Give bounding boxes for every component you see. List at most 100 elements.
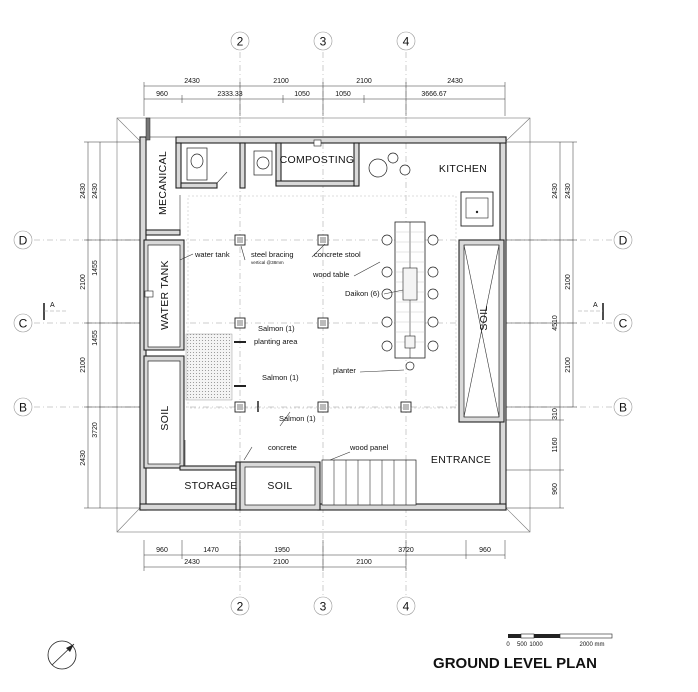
water-tank-room: WATER TANK (143, 239, 185, 351)
dim-top-outer-1: 2430 (184, 78, 200, 85)
grid-col-3-bottom: 3 (320, 600, 327, 614)
grid-col-2-top: 2 (237, 35, 244, 49)
dim-bottom-outer-1: 2430 (184, 559, 200, 566)
dim-right-inner-2: 4510 (552, 315, 559, 331)
label-bracing-note: vertical @38mm (251, 260, 284, 265)
dim-bottom-inner-5: 960 (479, 547, 491, 554)
dim-top-inner-1: 960 (156, 91, 168, 98)
entrance-label: ENTRANCE (431, 454, 491, 466)
salmon-bars (234, 341, 259, 412)
scale-bar: 0 500 1000 2000 mm (506, 633, 613, 648)
dim-left-inner-3: 1455 (92, 330, 99, 346)
dim-top-inner-2: 2333.33 (217, 91, 242, 98)
section-marker-right-label: A (593, 302, 598, 309)
dim-right-outer-2: 2100 (565, 274, 572, 290)
grid-col-4-bottom: 4 (403, 600, 410, 614)
dim-top-outer-3: 2100 (356, 78, 372, 85)
dim-left-inner-2: 1455 (92, 260, 99, 276)
dimensions-left: 2430 2100 2100 2430 2430 1455 1455 3720 (80, 141, 140, 509)
grid-row-c-left: C (19, 317, 28, 331)
scale-label-500: 500 (517, 642, 528, 648)
scale-label-1000: 1000 (529, 642, 543, 648)
grid-row-d-right: D (619, 234, 628, 248)
soil-right: SOIL (458, 239, 505, 423)
composting-label: COMPOSTING (280, 154, 355, 166)
label-salmon-3: Salmon (1) (279, 414, 316, 423)
dim-left-outer-3: 2100 (80, 357, 87, 373)
grid-row-b-right: B (619, 401, 627, 415)
scale-label-0: 0 (506, 642, 510, 648)
dim-left-inner-1: 2430 (92, 183, 99, 199)
label-planting-area: planting area (254, 337, 298, 346)
grid-col-4-top: 4 (403, 35, 410, 49)
scale-label-2000: 2000 mm (579, 642, 604, 648)
bathroom (186, 142, 273, 189)
dim-top-inner-5: 3666.67 (421, 91, 446, 98)
composting-room: COMPOSTING (275, 139, 360, 187)
grid-row-d-left: D (19, 234, 28, 248)
soil-left: SOIL (143, 355, 185, 469)
dim-bottom-outer-2: 2100 (273, 559, 289, 566)
dimensions-top: 2430 2100 2100 2430 960 2333.33 1050 105… (143, 78, 506, 116)
label-planter: planter (333, 366, 356, 375)
water-tank-label: WATER TANK (159, 260, 171, 330)
soil-bottom-label: SOIL (267, 480, 292, 492)
soil-right-label: SOIL (478, 305, 490, 330)
dim-left-outer-1: 2430 (80, 183, 87, 199)
dim-right-outer-1: 2430 (565, 183, 572, 199)
storage-label: STORAGE (184, 480, 237, 492)
dim-top-outer-2: 2100 (273, 78, 289, 85)
dimensions-bottom: 960 1470 1950 3720 960 2430 2100 2100 (143, 540, 506, 571)
label-concrete: concrete (268, 443, 297, 452)
grid-row-c-right: C (619, 317, 628, 331)
section-marker-left: A (43, 302, 68, 320)
label-steel-bracing: steel bracing (251, 250, 294, 259)
label-concrete-stool: concrete stool (314, 250, 361, 259)
dim-top-outer-4: 2430 (447, 78, 463, 85)
section-marker-right: A (578, 302, 604, 320)
dim-bottom-outer-3: 2100 (356, 559, 372, 566)
dimensions-right: 2430 4510 310 1160 960 2430 2100 2100 (506, 141, 577, 509)
dim-bottom-inner-2: 1470 (203, 547, 219, 554)
ceiling-outline (187, 195, 457, 409)
annotations: water tank steel bracing vertical @38mm … (194, 250, 389, 452)
dim-left-inner-4: 3720 (92, 422, 99, 438)
north-arrow-icon (47, 640, 77, 670)
dim-bottom-inner-1: 960 (156, 547, 168, 554)
dim-right-inner-1: 2430 (552, 183, 559, 199)
grid-col-2-bottom: 2 (237, 600, 244, 614)
kitchen: KITCHEN (368, 152, 494, 227)
kitchen-label: KITCHEN (439, 163, 487, 175)
mecanical-label: MECANICAL (157, 151, 169, 215)
label-water-tank: water tank (194, 250, 230, 259)
grid-row-b-left: B (19, 401, 27, 415)
dim-right-inner-3: 310 (552, 408, 559, 420)
soil-bottom: SOIL (239, 461, 321, 511)
label-salmon-1: Salmon (1) (258, 324, 295, 333)
dim-right-inner-4: 1160 (552, 437, 559, 452)
roof-outline (116, 117, 531, 533)
label-wood-panel: wood panel (349, 443, 389, 452)
label-salmon-2: Salmon (1) (262, 373, 299, 382)
grid-bubbles: 2 3 4 2 3 4 D C B D C B (13, 31, 633, 616)
section-marker-left-label: A (50, 302, 55, 309)
label-wood-table: wood table (312, 270, 349, 279)
dim-left-outer-4: 2430 (80, 450, 87, 466)
dim-right-outer-3: 2100 (565, 357, 572, 373)
dim-right-inner-5: 960 (552, 483, 559, 495)
planting-area (185, 333, 233, 401)
dim-top-inner-4: 1050 (335, 91, 351, 98)
wood-table (394, 221, 426, 359)
dim-left-outer-2: 2100 (80, 274, 87, 290)
storage-room: STORAGE (179, 440, 242, 511)
dim-top-inner-3: 1050 (294, 91, 310, 98)
concrete-stools (381, 234, 439, 371)
entrance-stairs: ENTRANCE (321, 454, 491, 506)
annotation-leaders (179, 243, 405, 461)
grid-col-3-top: 3 (320, 35, 327, 49)
label-daikon: Daikon (6) (345, 289, 380, 298)
soil-left-label: SOIL (159, 405, 171, 430)
dim-bottom-inner-3: 1950 (274, 547, 290, 554)
mecanical-room: MECANICAL (145, 142, 218, 236)
